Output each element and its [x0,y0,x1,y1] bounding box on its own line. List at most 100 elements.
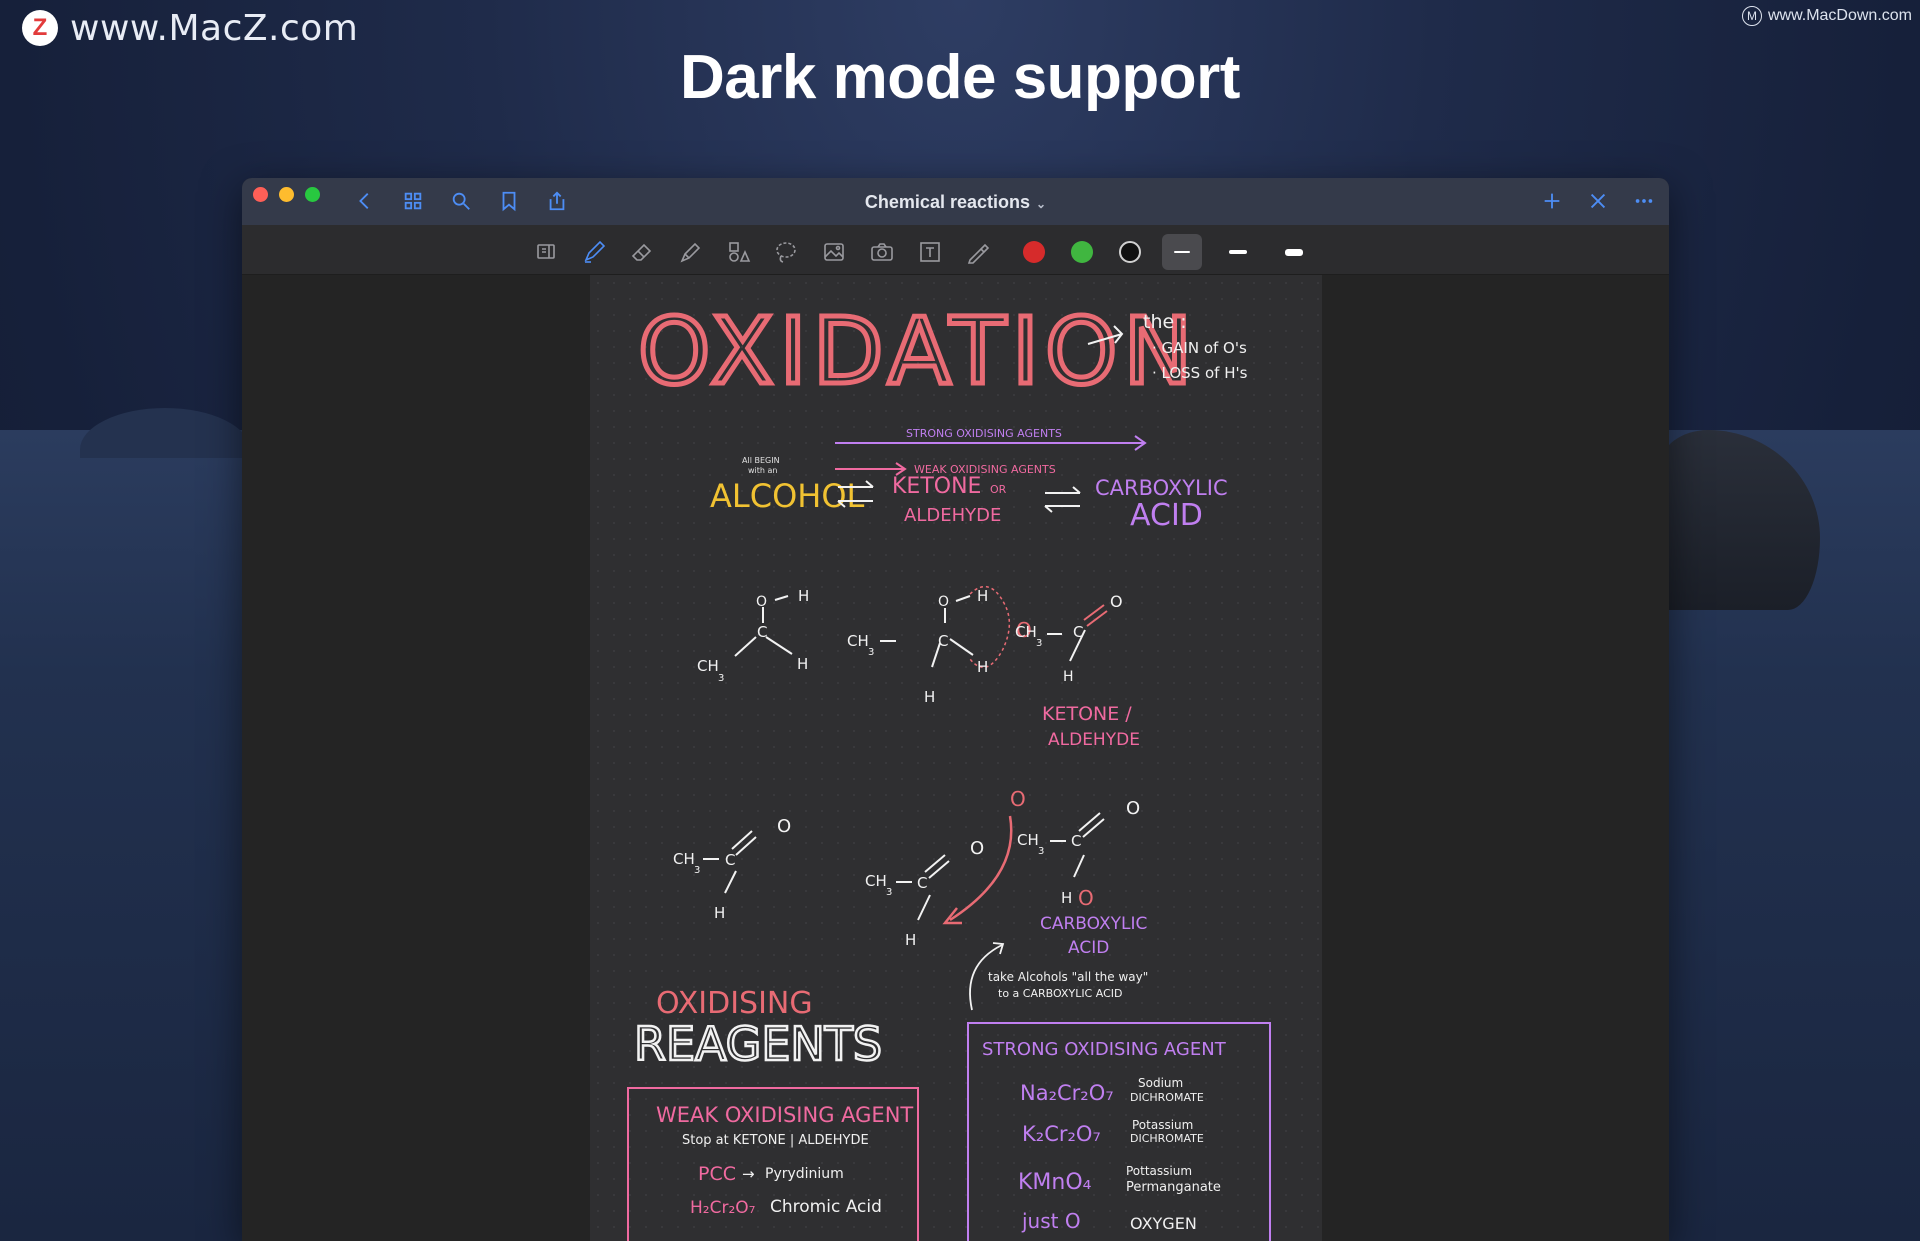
m6-sub3: 3 [1038,846,1044,857]
equilibrium-arrow-2 [1044,486,1081,513]
reagents-heading-1: OXIDISING [656,986,813,1021]
molecule-aldehyde [703,830,757,894]
reagents-heading-2: REAGENTS [634,1017,882,1071]
take-note-arrow [969,942,1005,1011]
m4-o: O [777,816,791,837]
color-red[interactable] [1018,236,1050,268]
strong-agent-box [967,1022,1271,1241]
m6-c: C [1071,832,1081,850]
lasso-icon[interactable] [770,236,802,268]
m2-red-o: O [1016,618,1032,642]
title-bar: Chemical reactions ⌄ [242,178,1669,225]
m6-o: O [1126,798,1140,819]
weak-item2-formula: H₂Cr₂O₇ [690,1198,756,1218]
m1-h2: H [797,655,808,673]
notes-title: OXIDATION [638,298,1198,405]
eyedropper-icon[interactable] [962,236,994,268]
strong-item3-name-1: Pottassium [1126,1164,1192,1178]
m6-ch: CH [1017,831,1039,849]
search-icon[interactable] [446,186,476,216]
drawing-toolbar [242,225,1669,275]
take-note-line1: take Alcohols "all the way" [988,970,1148,984]
color-black[interactable] [1114,236,1146,268]
plus-icon[interactable] [1537,186,1567,216]
weak-box-title: WEAK OXIDISING AGENT [656,1103,913,1127]
back-chevron-icon[interactable] [350,186,380,216]
page-layout-icon[interactable] [530,236,562,268]
bookmark-icon[interactable] [494,186,524,216]
molecule-aldehyde-oxidising [896,854,950,921]
m3-c: C [1073,623,1083,641]
share-icon[interactable] [542,186,572,216]
m5-o: O [970,838,984,859]
strong-box-title: STRONG OXIDISING AGENT [982,1039,1227,1060]
oxidation-arrow [942,815,1013,925]
eraser-icon[interactable] [626,236,658,268]
weak-box-subtitle: Stop at KETONE | ALDEHYDE [682,1133,869,1148]
m2-c: C [938,632,948,650]
ketone-label: KETONE [892,474,981,499]
stroke-thick-button[interactable] [1274,234,1314,270]
close-window-button[interactable] [253,187,268,202]
m2-ch: CH [847,632,869,650]
image-icon[interactable] [818,236,850,268]
color-green[interactable] [1066,236,1098,268]
text-box-icon[interactable] [914,236,946,268]
chevron-down-icon: ⌄ [1036,197,1047,211]
strong-item3-formula: KMnO₄ [1018,1170,1092,1195]
stroke-medium-button[interactable] [1218,234,1258,270]
m3-double-bond [1083,604,1108,627]
note-page[interactable]: OXIDATION the : · GAIN of O's · LOSS of … [590,275,1322,1241]
shapes-icon[interactable] [722,236,754,268]
m4-c: C [725,851,735,869]
document-title[interactable]: Chemical reactions ⌄ [242,192,1669,213]
strong-item1-name-1: Sodium [1138,1076,1183,1090]
m3-sub3: 3 [1036,638,1042,649]
molecule-alcohol [734,595,793,657]
carb-caption-2: ACID [1068,938,1109,958]
weak-arrow-label: WEAK OXIDISING AGENTS [914,463,1056,476]
stroke-thin-button[interactable] [1162,234,1202,270]
m5-red-o: O [1010,787,1026,811]
molecule-intermediate [880,595,974,668]
pen-icon[interactable] [578,236,610,268]
side-note-line2: · GAIN of O's [1152,339,1247,357]
more-icon[interactable] [1629,186,1659,216]
m2-h2: H [977,658,988,676]
stroke-medium-icon [1229,250,1247,254]
window-actions [1537,186,1659,216]
color-black-swatch [1119,241,1141,263]
strong-item1-formula: Na₂Cr₂O₇ [1020,1081,1114,1105]
strong-arrow [835,435,1147,451]
background-island [80,408,250,458]
strong-item4-name: OXYGEN [1130,1214,1197,1233]
window-controls [253,187,320,202]
m3-ch: CH [1015,623,1037,641]
m2-h3: H [924,688,935,706]
weak-item1-arrow: → [742,1165,755,1183]
macdown-watermark: M www.MacDown.com [1741,6,1912,26]
m5-ch: CH [865,872,887,890]
minimize-window-button[interactable] [279,187,294,202]
grid-icon[interactable] [398,186,428,216]
m2-h1: H [977,587,988,605]
m1-ch: CH [697,657,719,675]
tool-group [530,234,1314,270]
m1-c: C [757,623,767,641]
document-canvas[interactable]: OXIDATION the : · GAIN of O's · LOSS of … [242,275,1669,1241]
m3-o: O [1110,592,1123,611]
close-icon[interactable] [1583,186,1613,216]
title-arrow [1087,325,1124,345]
document-title-text: Chemical reactions [864,192,1030,212]
zoom-window-button[interactable] [305,187,320,202]
app-window: Chemical reactions ⌄ [242,178,1669,1241]
highlighter-icon[interactable] [674,236,706,268]
m1-sub3: 3 [718,673,724,684]
take-note-line2: to a CARBOXYLIC ACID [998,987,1122,1000]
m6-red-o: O [1078,886,1094,910]
camera-icon[interactable] [866,236,898,268]
molecule-ketone [1047,629,1086,662]
macz-watermark: www.MacZ.com [70,8,359,49]
nav-toolbar [350,186,572,216]
strong-item2-name-1: Potassium [1132,1118,1193,1132]
